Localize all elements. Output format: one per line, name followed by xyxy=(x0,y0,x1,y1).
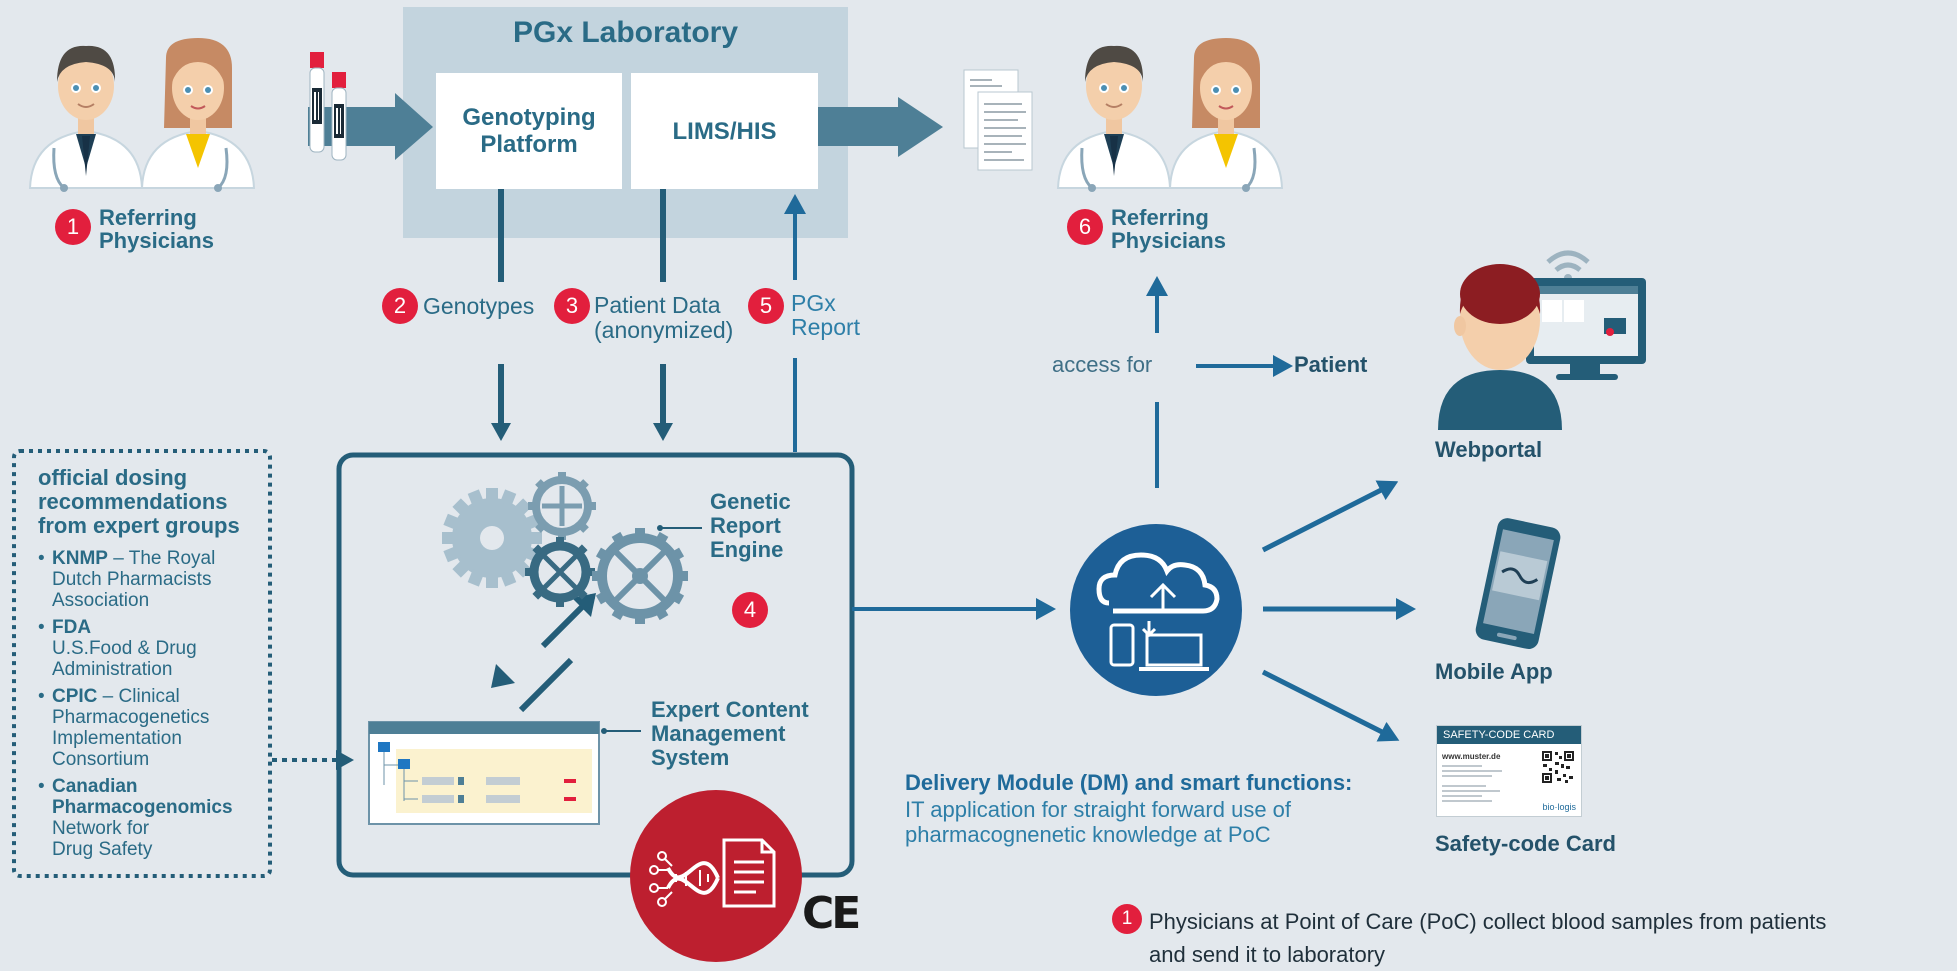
delivery-module-desc: IT application for straight forward use … xyxy=(905,797,1292,847)
delivery-module-cloud-icon xyxy=(1070,524,1242,696)
guideline-item-canadian: Canadian Pharmacogenomics Network for Dr… xyxy=(38,776,260,860)
step-1-label: Referring Physicians xyxy=(99,205,214,253)
gears-icon xyxy=(442,472,688,624)
referring-physicians-illustration xyxy=(28,38,256,192)
genetic-report-engine-label: Genetic Report Engine xyxy=(710,489,791,562)
report-documents-icon xyxy=(963,69,1033,171)
webportal-icon xyxy=(1438,250,1646,430)
referring-physicians-right-illustration xyxy=(1056,38,1284,192)
step-6-badge: 6 xyxy=(1067,209,1103,245)
step-3-badge: 3 xyxy=(554,288,590,324)
mobile-app-icon xyxy=(1475,518,1561,650)
ce-mark: CE xyxy=(802,888,861,939)
safety-card-brand: bio·logis xyxy=(1542,802,1576,812)
step-5-badge: 5 xyxy=(748,288,784,324)
guidelines-heading: official dosing recommendations from exp… xyxy=(38,465,240,538)
mobile-app-label: Mobile App xyxy=(1435,659,1553,684)
patient-label: Patient xyxy=(1294,352,1368,377)
footnote-text: Physicians at Point of Care (PoC) collec… xyxy=(1149,909,1827,967)
safety-card-text-lines xyxy=(1442,765,1502,802)
webportal-label: Webportal xyxy=(1435,437,1543,462)
blood-sample-tubes-icon xyxy=(309,52,347,161)
guidelines-list: KNMP – The Royal Dutch Pharmacists Assoc… xyxy=(38,548,260,860)
step-4-badge: 4 xyxy=(732,592,768,628)
lab-to-physicians-arrow xyxy=(818,97,943,157)
guidelines-box: official dosing recommendations from exp… xyxy=(38,466,260,866)
safety-code-card-label: Safety-code Card xyxy=(1435,831,1616,856)
guideline-item-cpic: CPIC – Clinical Pharmacogenetics Impleme… xyxy=(38,686,260,770)
safety-card-header: SAFETY-CODE CARD xyxy=(1437,726,1581,744)
step-3-label: Patient Data (anonymized) xyxy=(594,292,734,343)
delivery-module-title: Delivery Module (DM) and smart functions… xyxy=(905,770,1353,795)
step-2-label: Genotypes xyxy=(423,293,535,319)
safety-card-url: www.muster.de xyxy=(1442,752,1501,761)
lims-his-box: LIMS/HIS xyxy=(631,73,818,189)
step-6-label: Referring Physicians xyxy=(1111,205,1226,253)
footnote-badge: 1 xyxy=(1112,904,1142,934)
guideline-item-knmp: KNMP – The Royal Dutch Pharmacists Assoc… xyxy=(38,548,260,611)
genotyping-platform-box: Genotyping Platform xyxy=(436,73,622,189)
guideline-item-fda: FDA U.S.Food & Drug Administration xyxy=(38,617,260,680)
expert-cms-label: Expert Content Management System xyxy=(651,697,809,770)
access-for-label: access for xyxy=(1052,352,1153,377)
pgx-laboratory-title: PGx Laboratory xyxy=(512,16,739,49)
step-2-badge: 2 xyxy=(382,288,418,324)
safety-code-card: SAFETY-CODE CARD www.muster.de bio·logis xyxy=(1436,725,1582,817)
step-5-label: PGx Report xyxy=(791,290,861,340)
dna-report-icon xyxy=(630,790,802,962)
step-1-badge: 1 xyxy=(55,209,91,245)
qr-code-icon xyxy=(1541,750,1575,784)
cms-window-icon xyxy=(368,721,600,825)
